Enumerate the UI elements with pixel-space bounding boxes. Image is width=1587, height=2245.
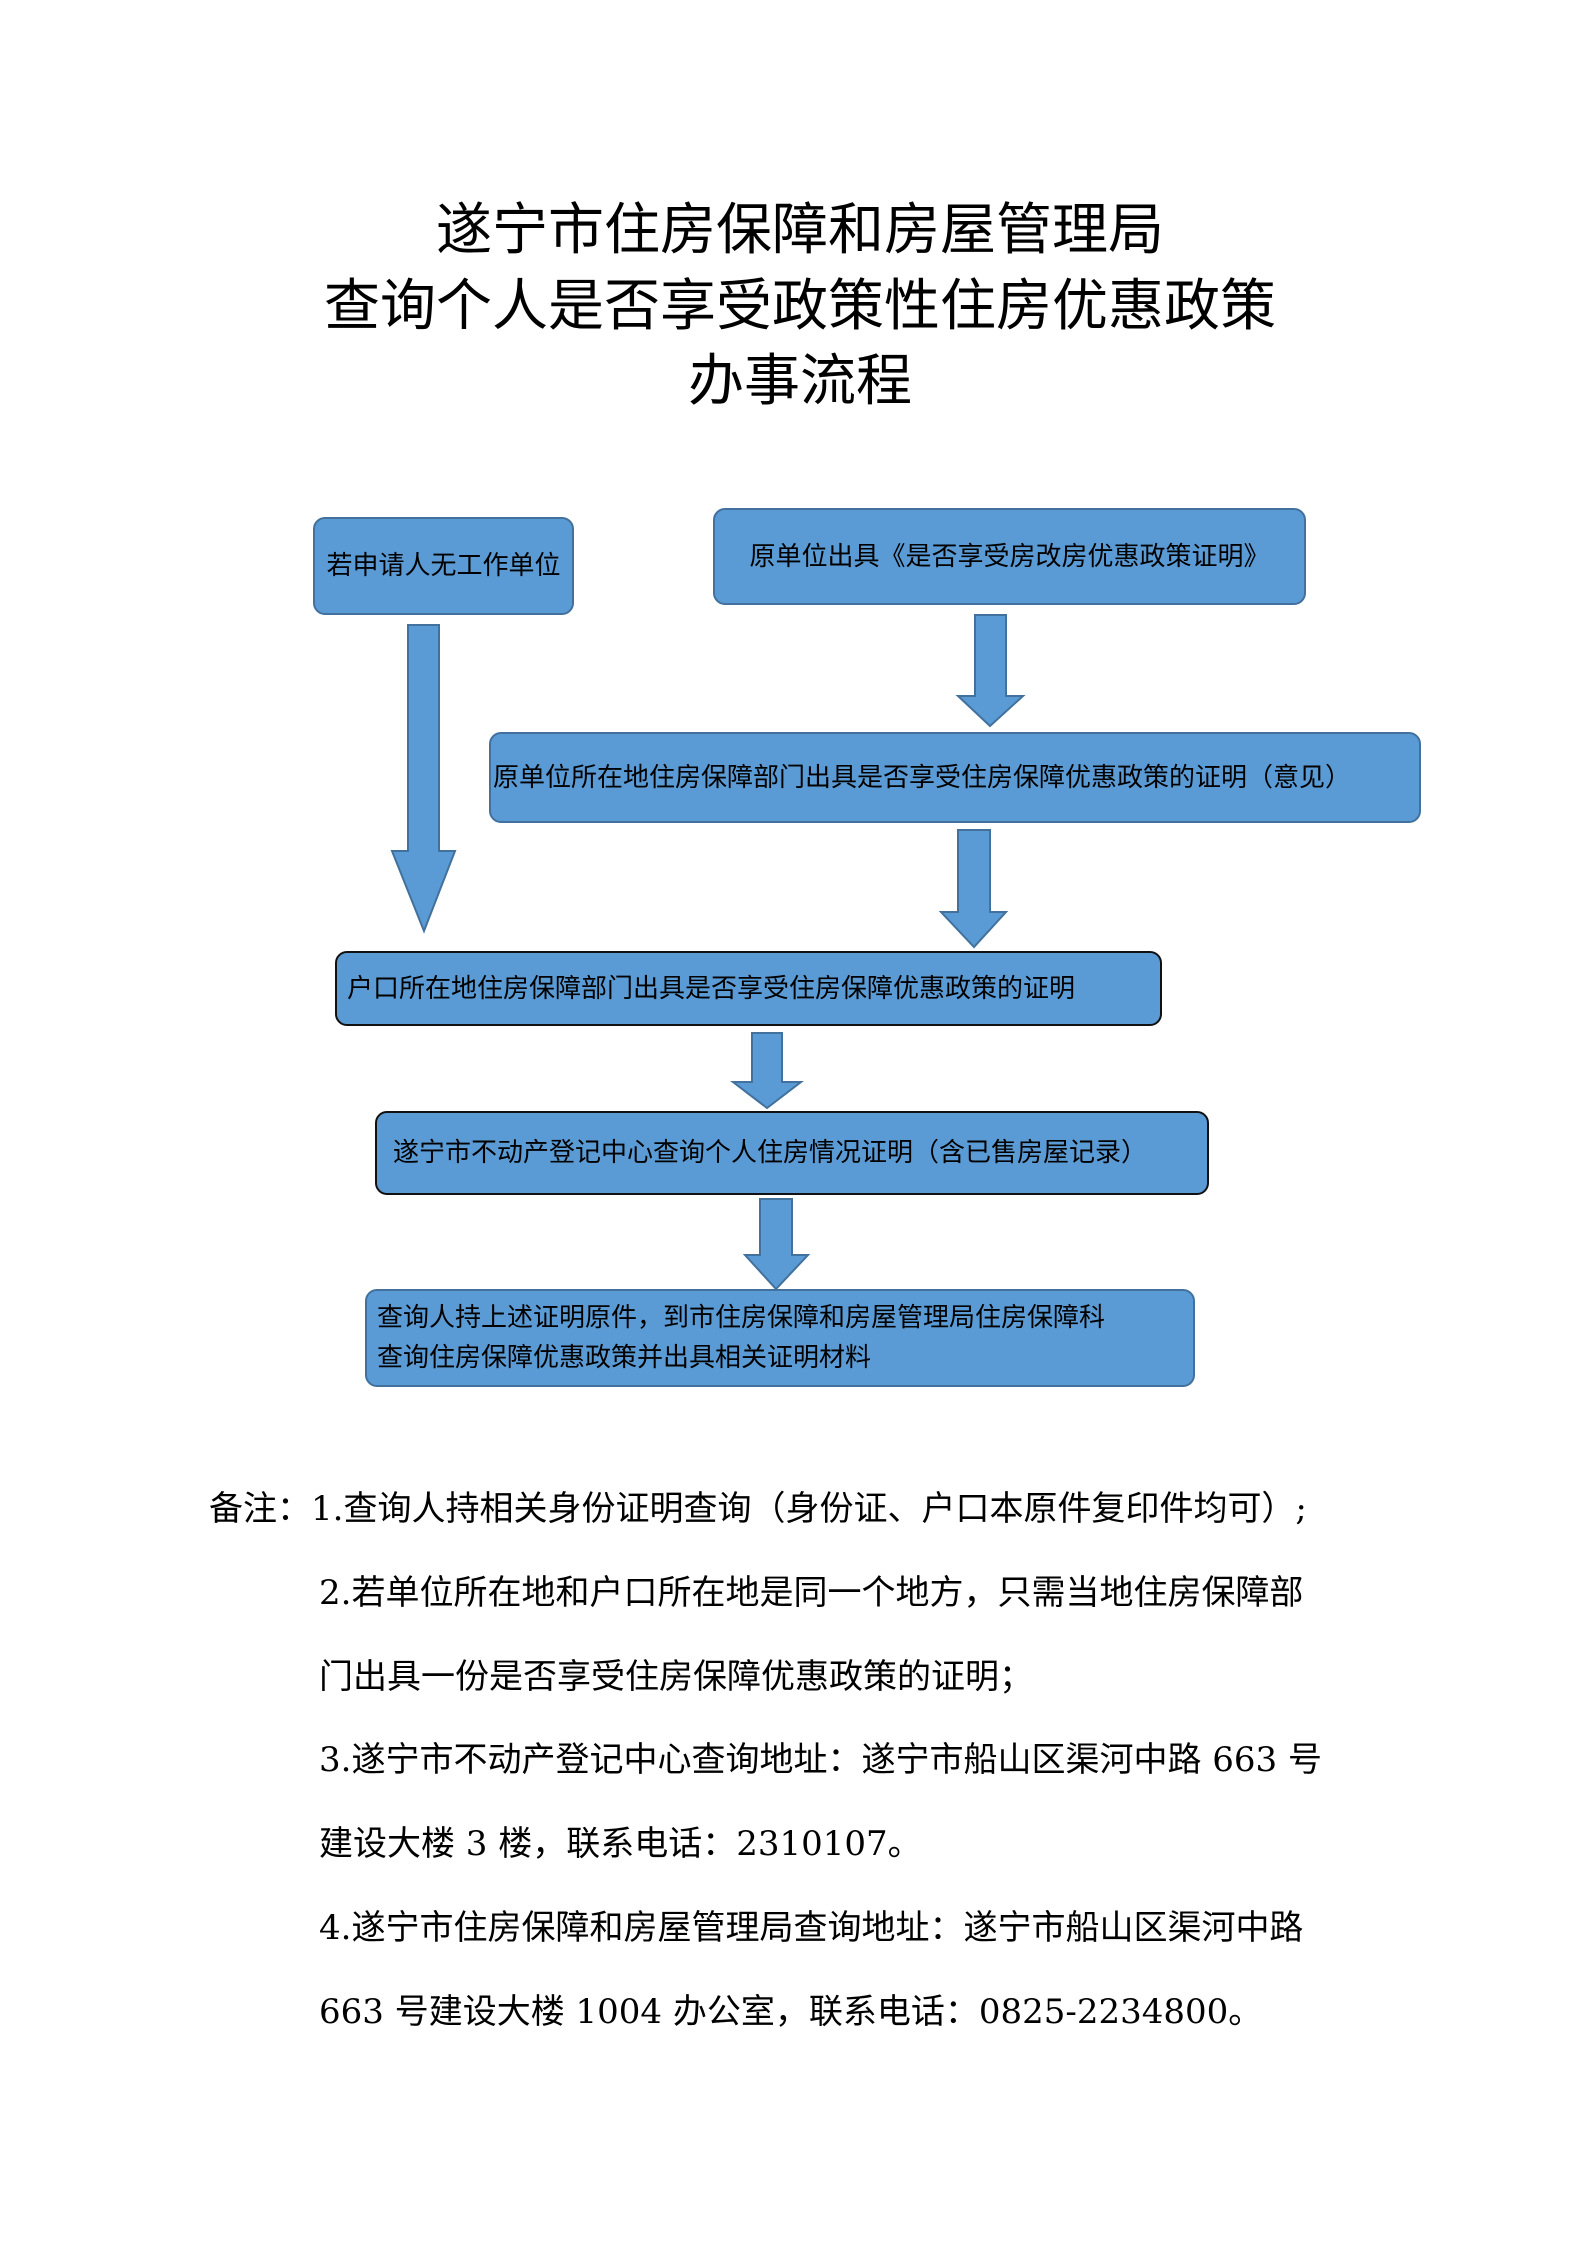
- arrow-down-icon: [730, 1032, 804, 1110]
- step-text: 原单位出具《是否享受房改房优惠政策证明》: [749, 541, 1270, 572]
- note-4a: 4.遂宁市住房保障和房屋管理局查询地址：遂宁市船山区渠河中路: [319, 1908, 1304, 1948]
- flow-step-no-employer: 若申请人无工作单位: [313, 517, 574, 615]
- note-4b: 663 号建设大楼 1004 办公室，联系电话：0825-2234800。: [319, 1992, 1263, 2032]
- title-line-2: 查询个人是否享受政策性住房优惠政策: [324, 274, 1276, 339]
- arrow-down-icon: [955, 614, 1026, 728]
- flow-step-employer-cert: 原单位出具《是否享受房改房优惠政策证明》: [713, 508, 1306, 605]
- flow-step-employer-dept-cert: 原单位所在地住房保障部门出具是否享受住房保障优惠政策的证明（意见）: [489, 732, 1421, 823]
- title-line-3: 办事流程: [688, 349, 912, 414]
- flow-step-final: 查询人持上述证明原件，到市住房保障和房屋管理局住房保障科 查询住房保障优惠政策并…: [365, 1289, 1195, 1387]
- flow-step-realestate-cert: 遂宁市不动产登记中心查询个人住房情况证明（含已售房屋记录）: [375, 1111, 1209, 1195]
- notes-label: 备注：: [209, 1489, 311, 1529]
- note-3b: 建设大楼 3 楼，联系电话：2310107。: [319, 1824, 922, 1864]
- step-text: 查询人持上述证明原件，到市住房保障和房屋管理局住房保障科: [377, 1303, 1106, 1333]
- step-text: 若申请人无工作单位: [326, 551, 561, 581]
- arrow-down-icon: [938, 829, 1009, 949]
- flow-step-hukou-dept-cert: 户口所在地住房保障部门出具是否享受住房保障优惠政策的证明: [335, 951, 1162, 1026]
- note-3a: 3.遂宁市不动产登记中心查询地址：遂宁市船山区渠河中路 663 号: [319, 1740, 1322, 1780]
- notes-line-1: 备注：1.查询人持相关身份证明查询（身份证、户口本原件复印件均可）;: [209, 1489, 1307, 1529]
- note-1: 1.查询人持相关身份证明查询（身份证、户口本原件复印件均可）;: [311, 1489, 1307, 1529]
- arrow-down-icon: [390, 624, 457, 934]
- step-text: 原单位所在地住房保障部门出具是否享受住房保障优惠政策的证明（意见）: [493, 762, 1352, 793]
- arrow-down-icon: [742, 1198, 811, 1291]
- step-text: 查询住房保障优惠政策并出具相关证明材料: [377, 1343, 872, 1373]
- step-text: 户口所在地住房保障部门出具是否享受住房保障优惠政策的证明: [347, 973, 1076, 1004]
- note-2a: 2.若单位所在地和户口所在地是同一个地方，只需当地住房保障部: [319, 1573, 1304, 1613]
- title-line-1: 遂宁市住房保障和房屋管理局: [436, 198, 1164, 263]
- step-text: 遂宁市不动产登记中心查询个人住房情况证明（含已售房屋记录）: [393, 1138, 1148, 1168]
- note-2b: 门出具一份是否享受住房保障优惠政策的证明；: [319, 1657, 1033, 1697]
